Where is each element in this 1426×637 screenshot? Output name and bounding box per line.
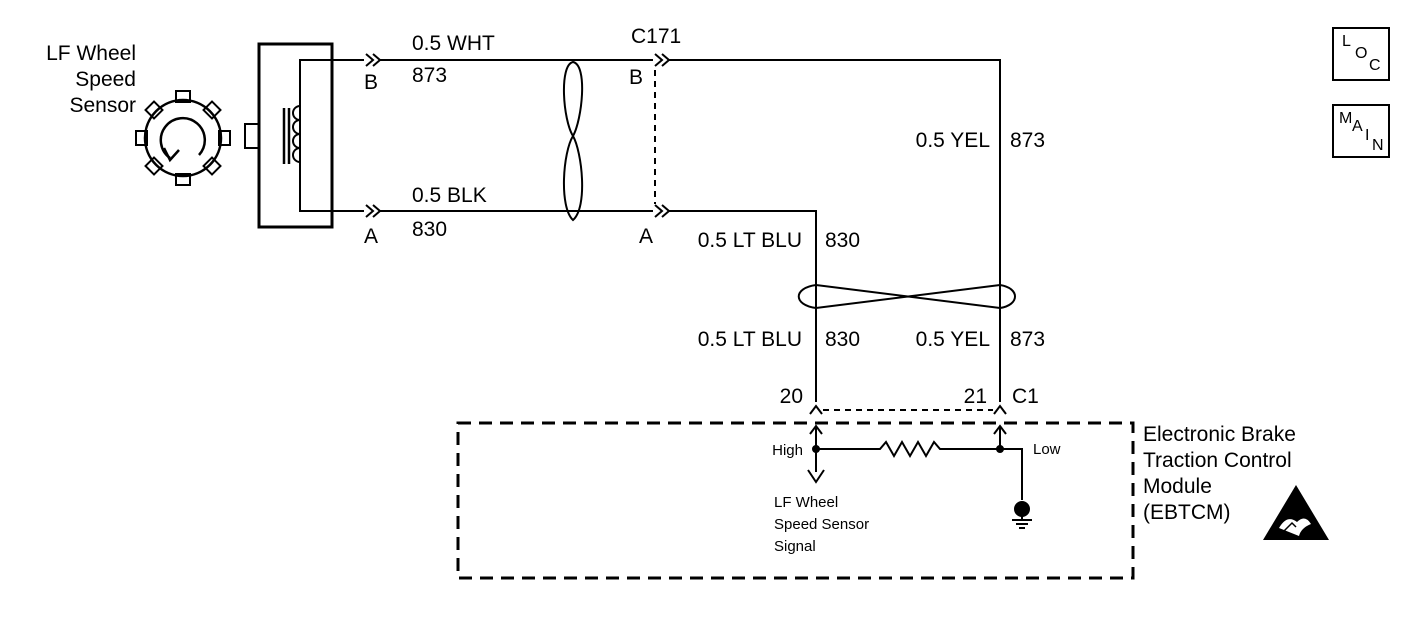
sensor-name-line2: Speed [75, 68, 136, 91]
main-button-char-4: N [1372, 137, 1384, 154]
module-name-line1: Electronic Brake [1143, 423, 1296, 446]
loc-button-char-1: L [1342, 33, 1351, 50]
esd-warning-icon [1263, 485, 1329, 540]
wire-yel-873 [669, 59, 1001, 402]
sensor-housing [257, 42, 334, 229]
signal-arrow-icon [807, 469, 825, 484]
sensor-name-line1: LF Wheel [46, 42, 136, 65]
c171-connector-terminals [654, 53, 671, 218]
sensor-pin-b: B [364, 71, 378, 94]
module-name-line3: Module [1143, 475, 1212, 498]
module-name-line2: Traction Control [1143, 449, 1292, 472]
wire-lower-color: 0.5 BLK [412, 184, 487, 207]
signal-label-line1: LF Wheel [774, 494, 838, 511]
main-button-char-3: I [1365, 127, 1370, 144]
sensor-tone-wheel-icon [135, 90, 231, 186]
high-label: High [772, 442, 803, 459]
sensor-internal-wiring [299, 59, 364, 212]
main-button[interactable]: M A I N [1332, 104, 1390, 158]
wire-lower-circuit: 830 [412, 218, 447, 241]
junction-dot-high [812, 445, 820, 453]
wire-low-left-color: 0.5 LT BLU [698, 328, 802, 351]
c171-pin-b: B [629, 66, 643, 89]
main-button-char-2: A [1352, 118, 1363, 135]
twisted-pair-symbol-lower [797, 283, 1016, 310]
junction-dot-low [996, 445, 1004, 453]
main-button-char-1: M [1339, 110, 1353, 127]
wire-right-upper-color: 0.5 YEL [916, 129, 990, 152]
c171-name: C171 [631, 25, 681, 48]
loc-button-char-3: C [1369, 57, 1381, 74]
c1-pin-low: 21 [964, 385, 987, 408]
wire-upper-circuit: 873 [412, 64, 447, 87]
loc-button-char-2: O [1355, 45, 1368, 62]
twisted-pair-symbol-upper [563, 60, 584, 222]
loc-button[interactable]: L O C [1332, 27, 1390, 81]
low-label: Low [1033, 441, 1061, 458]
wire-lt-blu-830 [669, 210, 817, 402]
wire-mid-circuit: 830 [825, 229, 860, 252]
sensor-coil-icon [282, 105, 301, 164]
c171-pin-a: A [639, 225, 653, 248]
sensor-mount-tab [244, 123, 260, 149]
wire-low-right-color: 0.5 YEL [916, 328, 990, 351]
c1-connector-name: C1 [1012, 385, 1039, 408]
c1-pin-high: 20 [780, 385, 803, 408]
wire-right-upper-circuit: 873 [1010, 129, 1045, 152]
resistor-icon [816, 439, 1023, 500]
sensor-name-line3: Sensor [69, 94, 136, 117]
signal-label-line3: Signal [774, 538, 816, 555]
ebtcm-module-boundary [456, 421, 1135, 580]
signal-label-line2: Speed Sensor [774, 516, 869, 533]
wire-low-left-circuit: 830 [825, 328, 860, 351]
wire-low-right-circuit: 873 [1010, 328, 1045, 351]
ground-icon [1012, 501, 1032, 529]
wire-upper-color: 0.5 WHT [412, 32, 495, 55]
sensor-pin-a: A [364, 225, 378, 248]
module-name-line4: (EBTCM) [1143, 501, 1231, 524]
wire-mid-color: 0.5 LT BLU [698, 229, 802, 252]
